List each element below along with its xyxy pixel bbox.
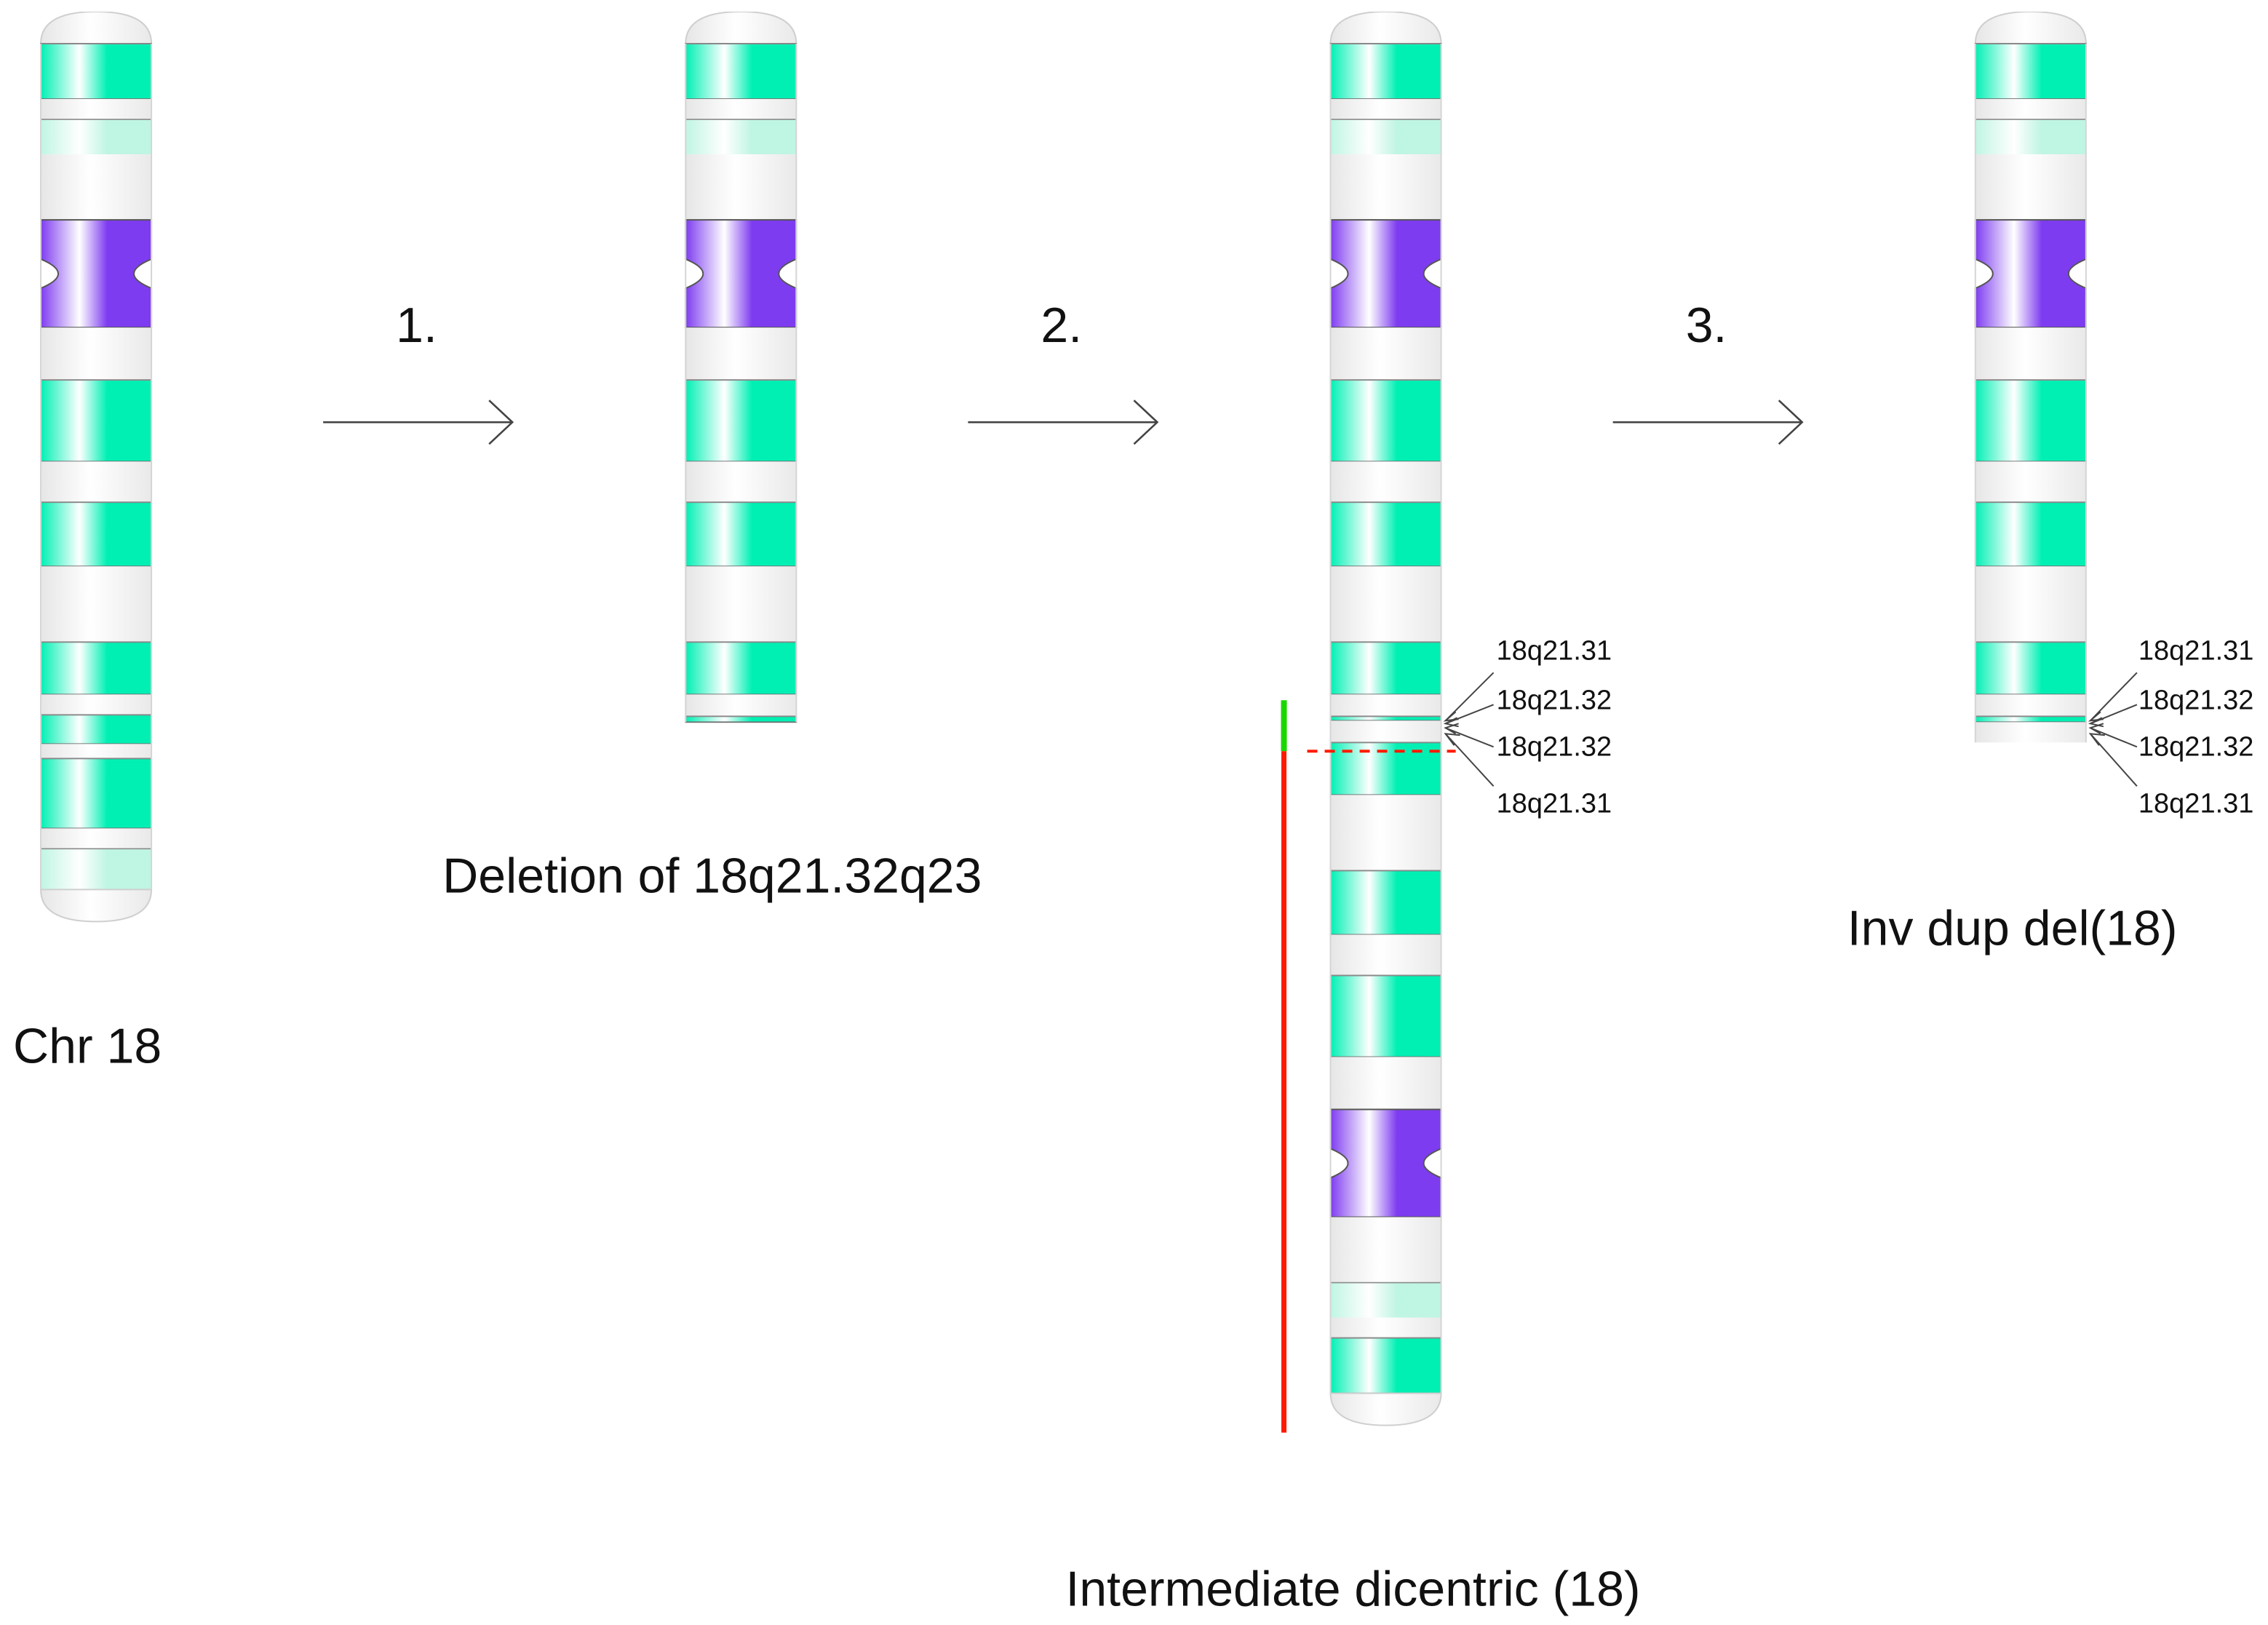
dark-band <box>685 379 797 463</box>
dark-band <box>1974 379 2087 463</box>
step-arrow-1 <box>323 400 514 445</box>
chromosome-body-segment <box>41 154 152 220</box>
chromosome-inv-dup-del <box>1974 12 2087 743</box>
step-label-3: 3. <box>1685 298 1727 354</box>
chromosome-body-segment <box>685 99 797 120</box>
chromosome-body-segment <box>1330 461 1441 503</box>
band-label-dicentric-1: 18q21.31 <box>1496 636 1612 667</box>
chromosome-body-segment <box>1975 461 2086 503</box>
chromosome-body-segment <box>41 461 152 503</box>
telomere-cap <box>1974 12 2087 45</box>
telomere-cap <box>1329 12 1442 45</box>
chromosome-body-segment <box>1330 99 1441 120</box>
chromosome-body-segment <box>685 461 797 503</box>
leader-lines-inv-dup-del <box>2088 672 2138 787</box>
chromosome-body-segment <box>685 154 797 220</box>
chromosome-body-segment <box>685 327 797 381</box>
pale-band <box>41 119 152 155</box>
caption-dicentric: Intermediate dicentric (18) <box>1065 1562 1641 1618</box>
dark-band <box>40 501 152 568</box>
chromosome-body-segment <box>1975 722 2086 743</box>
band-label-invdup-2: 18q21.32 <box>2138 686 2254 717</box>
band-label-invdup-4: 18q21.31 <box>2138 789 2254 820</box>
dark-band <box>1974 641 2087 696</box>
chromosome-body-segment <box>1330 1317 1441 1338</box>
dark-band <box>1329 641 1442 696</box>
step-arrow-2 <box>968 400 1159 445</box>
dark-band <box>685 501 797 568</box>
band-label-dicentric-2: 18q21.32 <box>1496 686 1612 717</box>
chromosome-deleted <box>685 12 797 723</box>
dark-band <box>1329 1337 1442 1394</box>
dark-band <box>685 641 797 696</box>
chromosome-body-segment <box>1975 566 2086 643</box>
chromosome-body-segment <box>1330 720 1441 743</box>
chromosome-body-segment <box>1330 566 1441 643</box>
chromosome-body-segment <box>1330 694 1441 717</box>
chromosome-dicentric <box>1329 12 1442 1426</box>
chromosome-body-segment <box>1975 154 2086 190</box>
step-arrow-3 <box>1612 400 1804 445</box>
band-label-dicentric-4: 18q21.31 <box>1496 789 1612 820</box>
telomere-cap <box>1329 1392 1442 1426</box>
pale-band <box>1330 119 1441 155</box>
caption-deletion: Deletion of 18q21.32q23 <box>442 849 982 905</box>
chromosome-body-segment <box>1330 327 1441 381</box>
dark-band <box>40 43 152 100</box>
dark-band <box>40 379 152 463</box>
pale-band <box>1975 119 2086 155</box>
chromosome-body-segment <box>1330 795 1441 871</box>
pale-band <box>1330 1282 1441 1318</box>
telomere-cap <box>685 12 797 45</box>
dark-band <box>40 758 152 830</box>
chromosome-body-segment <box>685 694 797 717</box>
chromosome-body-segment <box>1330 1217 1441 1283</box>
chromosome-chr18 <box>40 12 153 923</box>
chromosome-body-segment <box>1975 327 2086 381</box>
chromosome-body-segment <box>41 828 152 849</box>
pale-band <box>685 119 797 155</box>
pale-band <box>41 849 152 890</box>
chromosome-body-segment <box>1330 934 1441 976</box>
chromosome-body-segment <box>685 566 797 643</box>
chromosome-body-segment <box>41 99 152 120</box>
chromosome-body-segment <box>41 744 152 759</box>
chromosome-body-segment <box>41 327 152 381</box>
leader-lines-dicentric <box>1443 672 1495 787</box>
dark-band <box>1329 870 1442 936</box>
chromosome-body-segment <box>1975 694 2086 717</box>
band-label-invdup-3: 18q21.32 <box>2138 732 2254 763</box>
band-label-invdup-1: 18q21.31 <box>2138 636 2254 667</box>
caption-chr18: Chr 18 <box>13 1019 162 1075</box>
chromosome-body-segment <box>1330 154 1441 220</box>
dark-band <box>1329 974 1442 1058</box>
chromosome-body-segment <box>1330 1057 1441 1110</box>
telomere-cap <box>40 12 153 45</box>
step-label-2: 2. <box>1041 298 1083 354</box>
chromosome-body-segment <box>1975 99 2086 120</box>
band-label-dicentric-3: 18q21.32 <box>1496 732 1612 763</box>
telomere-cap <box>40 889 153 923</box>
dark-band <box>685 43 797 100</box>
step-label-1: 1. <box>396 298 437 354</box>
dark-band <box>1329 379 1442 463</box>
chromosome-body-segment <box>1975 189 2086 220</box>
chromosome-body-segment <box>41 566 152 643</box>
caption-inv-dup-del: Inv dup del(18) <box>1847 901 2178 957</box>
chromosome-body-segment <box>41 694 152 715</box>
